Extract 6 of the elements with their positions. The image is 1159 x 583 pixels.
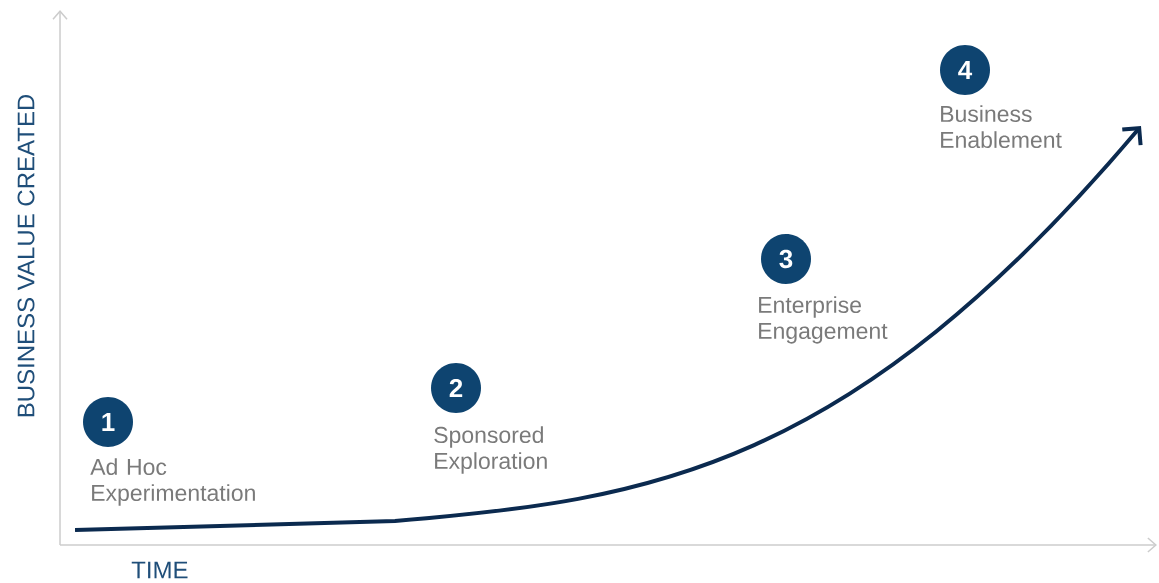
axis-title: BUSINESS VALUE CREATED (17, 94, 35, 417)
stage-label: Ad Hoc Experimentation (90, 458, 255, 506)
stage-label: Sponsored Exploration (434, 426, 547, 474)
stage-label: Business Enablement (941, 105, 1062, 149)
axis-title: TIME (131, 561, 188, 579)
stage-label: Enterprise Engagement (759, 296, 888, 344)
